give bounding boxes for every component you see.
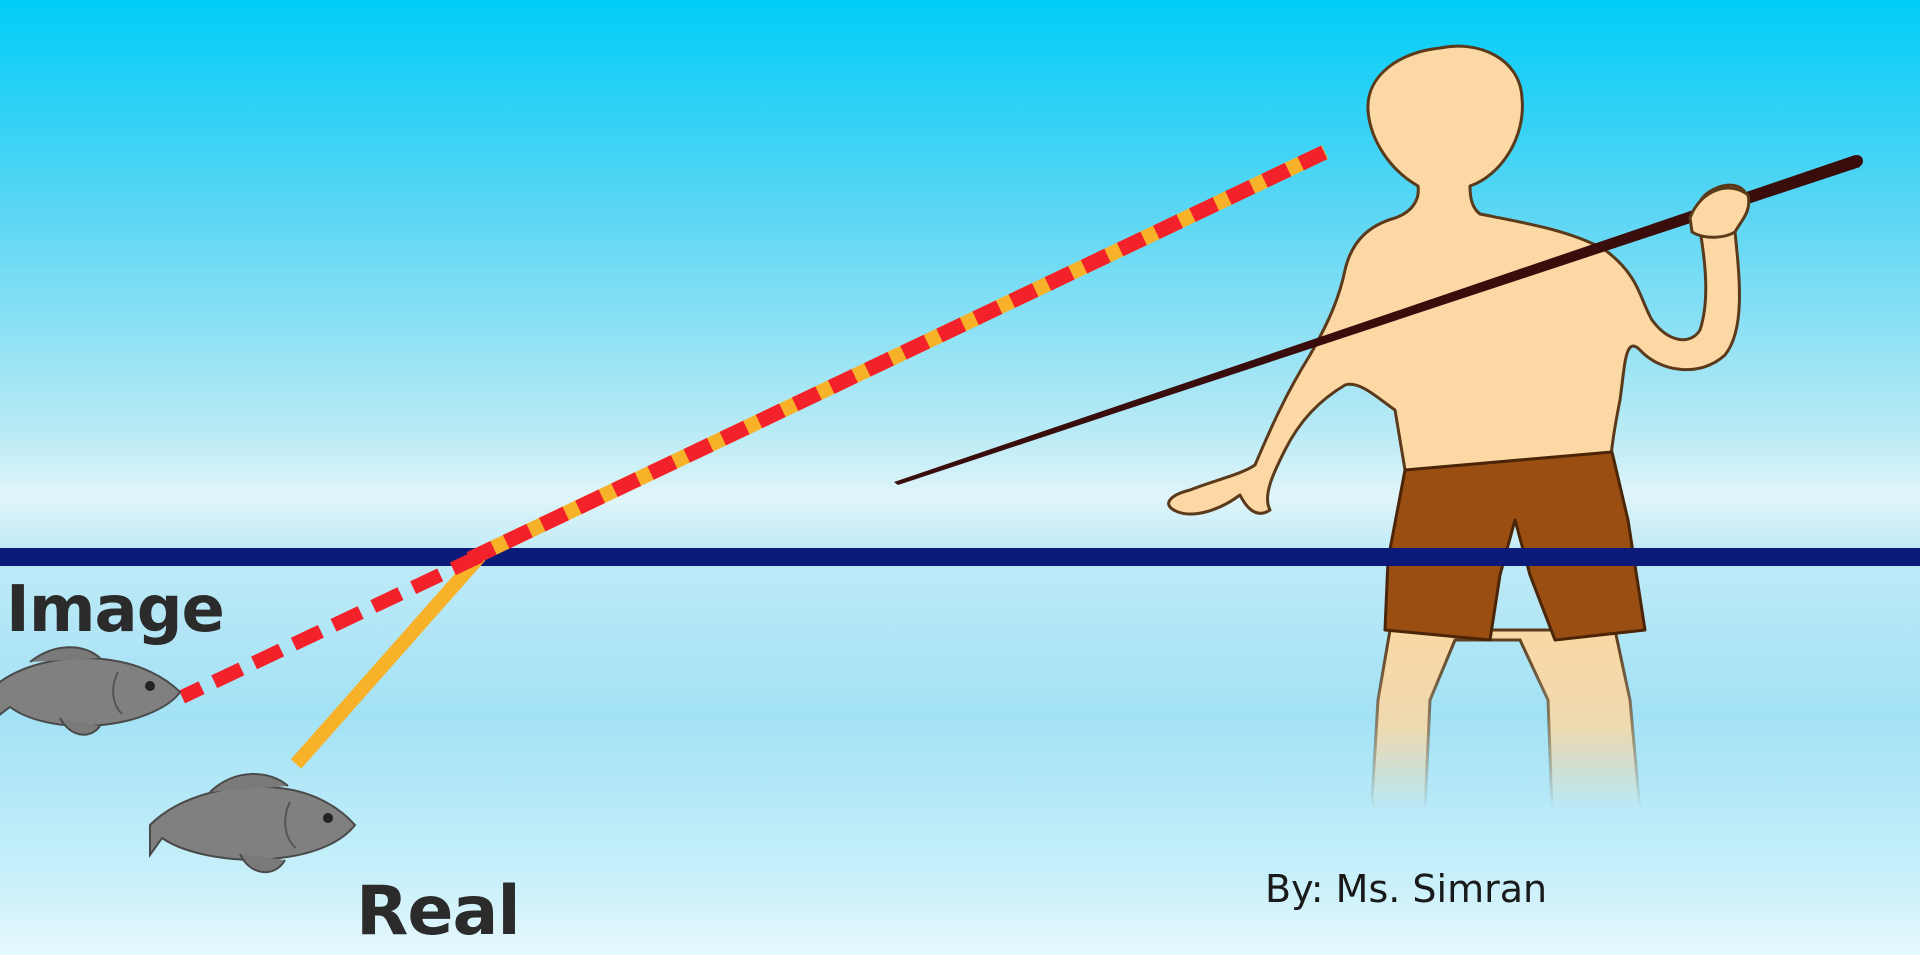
water-surface-line xyxy=(0,548,1920,566)
person-body xyxy=(1169,46,1749,514)
real-ray xyxy=(296,556,480,764)
label-image: Image xyxy=(6,578,224,642)
person-shorts xyxy=(1385,452,1645,640)
label-real: Real xyxy=(356,878,520,946)
apparent-ray xyxy=(182,556,480,697)
person-figure xyxy=(1169,46,1749,810)
fish-image-icon xyxy=(0,647,180,734)
person-hand xyxy=(1690,188,1749,237)
fish-real-icon xyxy=(150,774,355,872)
person-legs xyxy=(1372,630,1640,810)
author-credit: By: Ms. Simran xyxy=(1265,870,1547,908)
